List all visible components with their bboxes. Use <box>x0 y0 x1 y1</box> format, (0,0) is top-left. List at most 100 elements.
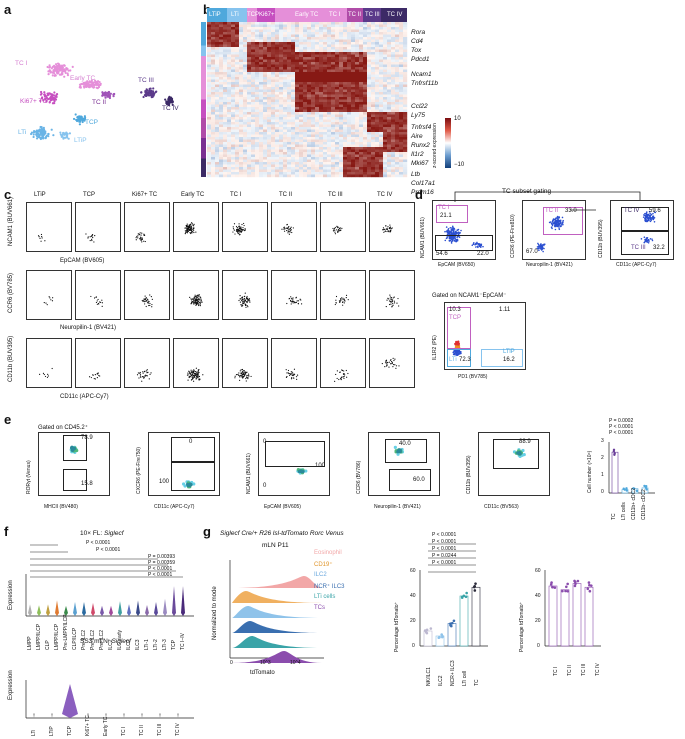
e-bar-cat-3: CD11b+ cDC2 <box>631 487 637 520</box>
c-flow-plot <box>271 270 317 320</box>
d-plot-3-dots <box>640 210 657 244</box>
hm-gene-ly75: Ly75 <box>411 112 425 119</box>
f-ylabel-2: Expression <box>8 670 14 700</box>
heatmap-panel: LTiP LTi TCP Ki67+ Early TC TC I TC II T… <box>201 8 464 196</box>
hm-gene-prdm16: Prdm16 <box>411 189 434 196</box>
g-hist-curve <box>232 621 322 633</box>
d-p4-ylabel: IL1R2 (PE) <box>432 335 438 360</box>
g-bar <box>435 635 445 647</box>
heatmap-colorscale <box>445 118 451 168</box>
g-bar-point <box>576 579 580 583</box>
g-bar-point <box>464 595 468 599</box>
hm-gene-ncam1: Ncam1 <box>411 71 432 78</box>
g-bar-point <box>425 628 429 632</box>
f-category-2: TC IV <box>175 723 181 736</box>
d-p2-value-2: 67.0 <box>526 249 538 255</box>
panel-label-b: b <box>203 2 211 17</box>
f-violin <box>37 605 41 616</box>
c-flow-plot <box>369 270 415 320</box>
umap-label-tc1: TC I <box>15 60 28 67</box>
g-bar1-pval-2: P < 0.0001 <box>432 539 457 545</box>
umap-scatter <box>30 62 174 141</box>
e-bar-point <box>613 452 616 455</box>
f-violin <box>154 601 158 616</box>
g-bar1-pval-4: P = 0.0244 <box>432 553 457 559</box>
c-flow-plot <box>124 270 170 320</box>
d-p1-ylabel: NCAM1 (BUV661) <box>420 217 426 258</box>
g-bar-point <box>462 594 466 598</box>
f-violin <box>145 605 149 616</box>
c-flow-plot <box>222 202 268 252</box>
g-bar-point <box>565 585 568 589</box>
g-bar <box>471 586 481 647</box>
g-bar1-tick-3: 60 <box>410 568 416 574</box>
f-violin <box>91 602 95 616</box>
c-row1-ylabel: NCAM1 (BUV661) <box>8 196 14 246</box>
c-row2-xlabel: Neuropilin-1 (BV421) <box>60 325 117 331</box>
g-bar <box>560 589 570 647</box>
hm-gene-ltb: Ltb <box>411 171 421 178</box>
e-gate-value: 88.9 <box>519 439 531 445</box>
g-hist-curve <box>232 636 322 648</box>
f-category: TC I–IV <box>180 633 186 650</box>
d-gated-title: Gated on NCAM1⁻EpCAM⁻ <box>432 293 507 299</box>
hm-col-ltip: LTiP <box>209 12 221 18</box>
g-bar <box>459 595 469 647</box>
c-row3-ylabel: CD11b (BUV395) <box>8 335 14 382</box>
panel-label-f: f <box>4 524 9 539</box>
e-gate <box>385 439 427 463</box>
d-gate-tc2-label: TC II <box>545 208 558 214</box>
d-p1-value-1: 21.1 <box>440 213 452 219</box>
f-title2: SS3 mLN: Siglecf <box>80 638 131 645</box>
d-gate-tcp <box>447 307 471 349</box>
heatmap-header: LTiP LTi TCP Ki67+ Early TC TC I TC II T… <box>207 8 407 22</box>
f-category: ILC3 <box>135 639 141 650</box>
g-bar2-tick-0: 0 <box>537 643 540 649</box>
e-bar-point <box>612 450 616 453</box>
d-gate-tc1-label: TC I <box>438 205 450 211</box>
g-bar-point <box>587 581 591 584</box>
panel-g: Siglecf Cre/+ R26 lsl-tdTomato Rorc Venu… <box>210 530 685 738</box>
hm-gene-tox: Tox <box>411 47 422 54</box>
g-bar-point <box>449 624 453 628</box>
f-violin-2 <box>62 684 78 718</box>
hm-gene-il1r2: Il1r2 <box>411 151 424 158</box>
e-ylabel: CD11b (BUV395) <box>466 455 472 494</box>
g-legend-3: ILC2 <box>314 572 327 578</box>
e-xlabel: EpCAM (BV605) <box>264 504 301 510</box>
f-category: LMPP <box>27 636 33 650</box>
g-bar2-cat-4: TC IV <box>595 663 601 676</box>
g-hist-curve <box>232 606 322 618</box>
g-subtitle: mLN P11 <box>262 542 289 549</box>
hm-gene-rora: Rora <box>411 29 426 36</box>
e-bar-svg <box>608 442 655 494</box>
f-category: LTi-3 <box>162 639 168 650</box>
d-connectors <box>454 191 641 211</box>
e-xlabel: Neuropilin-1 (BV421) <box>374 504 421 510</box>
hm-col-tcp: TCP <box>247 12 259 18</box>
c-row2-ylabel: CCR6 (BV785) <box>8 272 14 313</box>
d-plot-4: 10.3 TCP 1.11 LTiP 16.2 LTi 72.3 <box>444 302 526 370</box>
e-bar-ylabel: Cell number (×10⁴) <box>587 450 593 493</box>
g-bar1-pval-5: P < 0.0001 <box>432 560 457 566</box>
g-bar2-cat-1: TC I <box>553 666 559 676</box>
c-flow-plot <box>320 270 366 320</box>
umap-label-tc3: TC III <box>138 77 154 84</box>
f-category: LMPP/ILCP <box>54 623 60 650</box>
panel-label-a: a <box>4 2 12 17</box>
e-gate <box>171 437 215 463</box>
c-flow-plot <box>320 202 366 252</box>
umap-label-tc4: TC IV <box>162 105 179 112</box>
heatmap-scale-min: −10 <box>454 162 465 168</box>
e-bar-point <box>644 486 648 489</box>
d-p1-xlabel: EpCAM (BV650) <box>438 262 475 268</box>
e-xlabel: CD11c (APC-Cy7) <box>154 504 195 510</box>
e-gate-value: 40.0 <box>399 441 411 447</box>
f-violin <box>163 598 167 616</box>
g-bar1-cat-5: TC <box>474 679 480 686</box>
e-gate-value: 100 <box>159 479 170 485</box>
g-bar <box>584 586 594 647</box>
g-bar-point <box>573 580 577 584</box>
c-col-header: Ki67+ TC <box>132 192 158 198</box>
hm-col-tc4: TC IV <box>387 12 403 18</box>
